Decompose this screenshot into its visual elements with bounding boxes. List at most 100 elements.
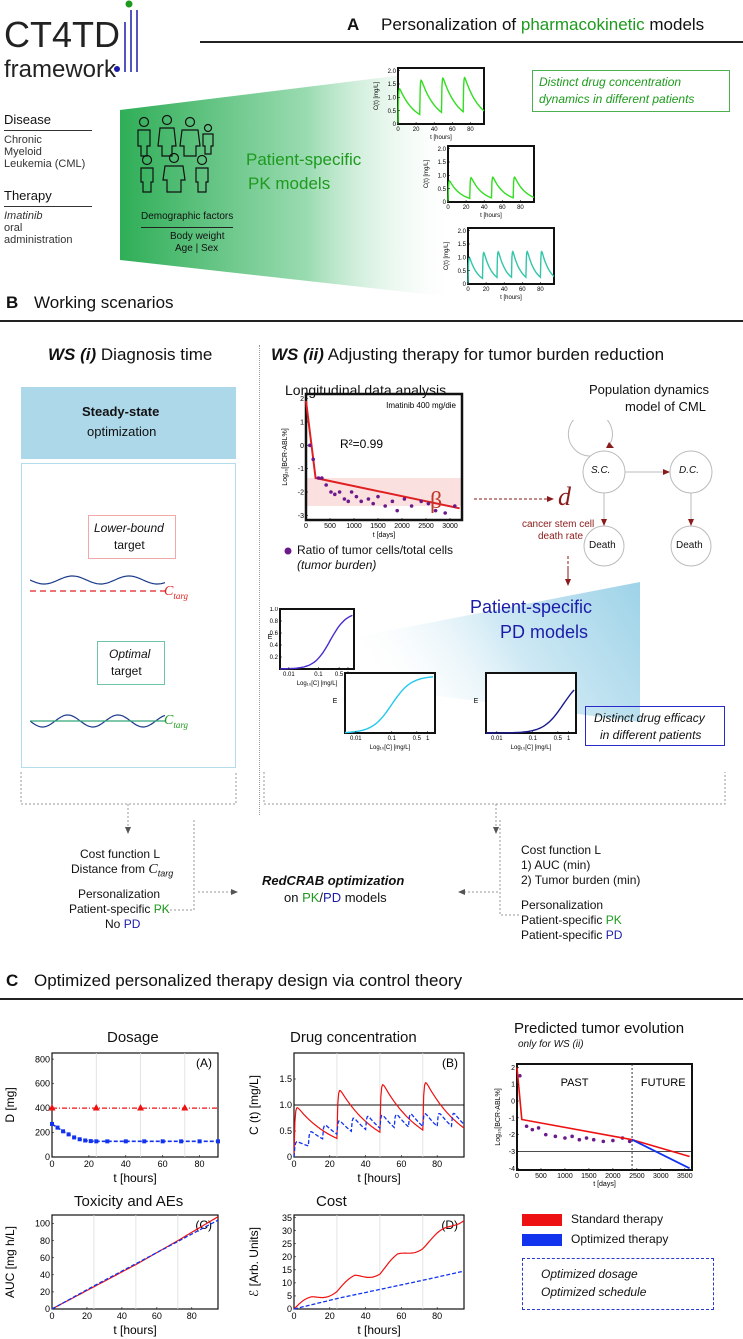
steady-state-rest: optimization xyxy=(87,424,157,439)
pd-frame xyxy=(344,672,436,734)
x-tick-label: 60 xyxy=(396,1159,406,1169)
chart-tox-title: Toxicity and AEs xyxy=(74,1193,184,1210)
tumor-point xyxy=(611,1138,615,1143)
long-ylabel: Log₁₀[BCR-ABL%] xyxy=(282,428,289,485)
x-tick-label: 0 xyxy=(49,1311,54,1321)
pk-note-line-2: dynamics in different patients xyxy=(539,92,695,106)
long-xlabel: t [days] xyxy=(373,532,396,539)
pred-y-tick-label: 1 xyxy=(511,1082,515,1089)
x-tick-label: 20 xyxy=(325,1311,335,1321)
pred-x-tick-label: 2000 xyxy=(605,1173,621,1180)
standard-dose-marker xyxy=(137,1104,145,1111)
y-tick-label: 1.5 xyxy=(279,1074,292,1084)
long-x-tick-label: 1500 xyxy=(370,523,386,530)
y-tick-label: 1.0 xyxy=(279,1100,292,1110)
pk-y-tick-label: 0 xyxy=(393,122,397,128)
optimized-tumor xyxy=(631,1138,691,1170)
longitudinal-legend-dot xyxy=(284,547,292,555)
cost2-title: Cost function L xyxy=(521,843,602,857)
pred-x-tick-label: 1000 xyxy=(557,1173,573,1180)
pd-x-tick-label: 0.1 xyxy=(529,736,538,742)
optimized-dose-marker xyxy=(83,1138,88,1143)
optimized-dose-marker xyxy=(72,1135,77,1140)
tumor-burden-point xyxy=(359,499,363,504)
pk-models-line-2: PK models xyxy=(248,174,331,193)
plot-frame xyxy=(516,1063,693,1171)
cost2-line-2: 2) Tumor burden (min) xyxy=(521,873,641,887)
y-tick-label: 0 xyxy=(45,1152,50,1162)
lower-bound-wave xyxy=(30,575,165,592)
tumor-burden-point xyxy=(395,508,399,513)
pred-x-tick-label: 0 xyxy=(515,1173,519,1180)
pk-x-tick-label: 80 xyxy=(517,205,524,211)
section-b-letter: B xyxy=(6,293,19,312)
x-tick-label: 20 xyxy=(84,1159,94,1169)
long-x-tick-label: 2500 xyxy=(418,523,434,530)
pk-y-tick-label: 0.5 xyxy=(388,109,397,115)
therapy-line-2: oral xyxy=(4,222,23,234)
imatinib-label: Imatinib 400 mg/die xyxy=(386,401,456,410)
standard-dose-marker xyxy=(92,1104,100,1111)
pd-ylabel: E xyxy=(333,698,338,705)
y-axis-label: AUC [mg h/L] xyxy=(3,1226,17,1298)
tumor-burden-point xyxy=(329,490,333,494)
panel-annotation: (D) xyxy=(441,1218,458,1232)
pk-y-tick-label: 2.0 xyxy=(388,69,397,75)
y-axis-label: C (t) [mg/L] xyxy=(247,1075,261,1135)
pd-efficacy-note xyxy=(585,706,725,746)
pk-y-tick-label: 2.0 xyxy=(438,147,447,153)
beta-label: β xyxy=(430,488,443,514)
pd-x-tick-label: 1 xyxy=(426,736,430,742)
optimized-dose-marker xyxy=(94,1139,99,1144)
pd-models-line-2: PD models xyxy=(500,622,589,642)
pk-y-tick-label: 1.5 xyxy=(388,82,397,88)
pred-y-tick-label: 2 xyxy=(511,1065,515,1072)
pd-x-tick-label: 0.5 xyxy=(554,736,563,742)
pk-curve xyxy=(397,76,485,125)
pk-x-tick-label: 0 xyxy=(466,287,470,293)
fit-line xyxy=(305,400,460,510)
pd-x-tick-label: 0.1 xyxy=(388,736,397,742)
panel-annotation: (B) xyxy=(442,1056,458,1070)
pers1-line-1: Patient-specific PK xyxy=(69,902,170,916)
pred-xlabel: t [days] xyxy=(593,1181,616,1188)
pers1-line-2: No PD xyxy=(105,917,141,931)
pk-models-line-1: Patient-specific xyxy=(246,150,362,169)
tumor-point xyxy=(518,1073,522,1078)
section-c-title: Optimized personalized therapy design vi… xyxy=(34,971,463,990)
tumor-burden-point xyxy=(333,492,337,497)
pk-y-tick-label: 0.5 xyxy=(458,269,467,275)
y-tick-label: 100 xyxy=(35,1219,50,1229)
pk-frame xyxy=(447,145,535,203)
pk-y-tick-label: 2.0 xyxy=(458,229,467,235)
cost1-line-1: Distance from Ctarg xyxy=(71,862,174,879)
pd-y-tick-label: 0.4 xyxy=(270,643,279,649)
tumor-point xyxy=(577,1137,582,1142)
pred-y-tick-label: 0 xyxy=(511,1098,515,1105)
pk-xlabel: t [hours] xyxy=(500,295,522,301)
pk-x-tick-label: 20 xyxy=(483,287,490,293)
pd-y-tick-label: 1.0 xyxy=(270,607,279,613)
tumor-burden-point xyxy=(443,511,447,515)
tumor-point xyxy=(536,1126,541,1130)
csc-line-2: death rate xyxy=(538,531,584,542)
lower-bound-line-1: Lower-bound xyxy=(94,521,164,535)
brand-logo-lines xyxy=(114,0,138,72)
standard-series xyxy=(293,1220,465,1310)
legend-standard-swatch xyxy=(522,1214,562,1226)
node-stem-cells: S.C. xyxy=(591,465,611,476)
standard-concentration xyxy=(293,1082,465,1158)
pk-y-tick-label: 0.5 xyxy=(438,187,447,193)
pd-models-line-1: Patient-specific xyxy=(470,597,593,617)
y-tick-label: 400 xyxy=(35,1103,50,1113)
pred-x-tick-label: 1500 xyxy=(581,1173,597,1180)
tumor-burden-point xyxy=(346,499,351,504)
optimized-note-box xyxy=(522,1258,714,1310)
optimized-dose-marker xyxy=(160,1139,165,1144)
x-tick-label: 80 xyxy=(187,1311,197,1321)
node-death-2: Death xyxy=(676,540,703,551)
section-b-rule xyxy=(0,320,743,322)
pk-x-tick-label: 40 xyxy=(431,127,438,133)
